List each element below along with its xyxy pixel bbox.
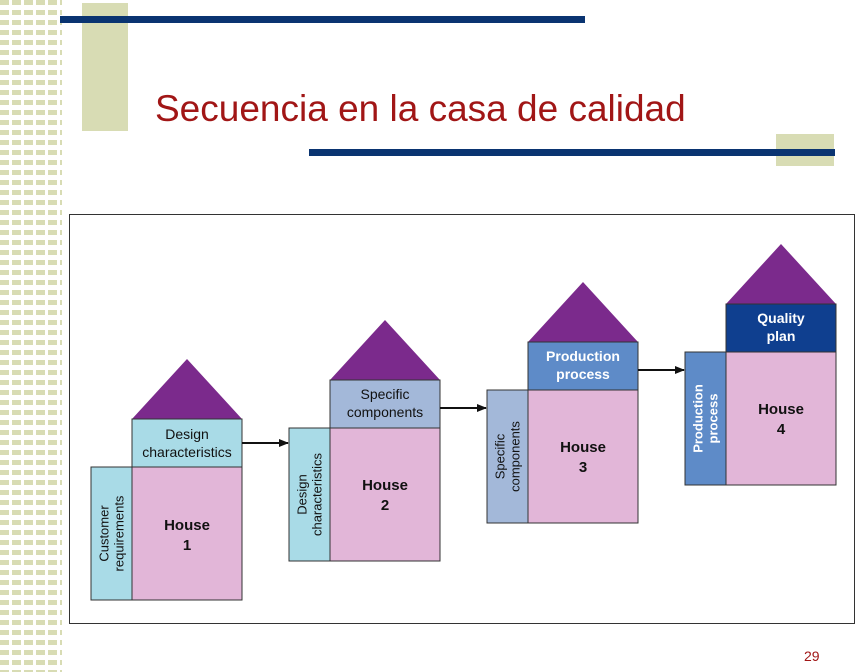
house-4-top-box bbox=[725, 303, 837, 353]
house-3-side-box bbox=[486, 389, 529, 524]
decorative-olive-block-top bbox=[82, 3, 128, 131]
house-3-side-label: Specificcomponents bbox=[493, 421, 523, 492]
house-2-side-box bbox=[288, 427, 331, 562]
decorative-stripe-gaps bbox=[0, 0, 62, 672]
house-1-roof bbox=[132, 359, 242, 419]
decorative-navy-bar-top bbox=[60, 16, 585, 23]
house-2-top-box bbox=[329, 379, 441, 429]
house-1-body bbox=[131, 466, 243, 601]
house-2-body bbox=[329, 427, 441, 562]
house-3-top-box bbox=[527, 341, 639, 391]
house-3-body bbox=[527, 389, 639, 524]
house-3-roof bbox=[528, 282, 638, 342]
house-4-side-label: Productionprocess bbox=[691, 384, 721, 453]
house-2-roof bbox=[330, 320, 440, 380]
house-4-side-box bbox=[684, 351, 727, 486]
house-4-body bbox=[725, 351, 837, 486]
house-4-roof bbox=[726, 244, 836, 304]
page-number: 29 bbox=[804, 648, 820, 664]
slide-title: Secuencia en la casa de calidad bbox=[155, 88, 686, 129]
house-2-side-label: Designcharacteristics bbox=[295, 452, 325, 536]
house-1-side-label: Customerrequirements bbox=[97, 495, 127, 571]
decorative-navy-bar-right bbox=[309, 149, 835, 156]
